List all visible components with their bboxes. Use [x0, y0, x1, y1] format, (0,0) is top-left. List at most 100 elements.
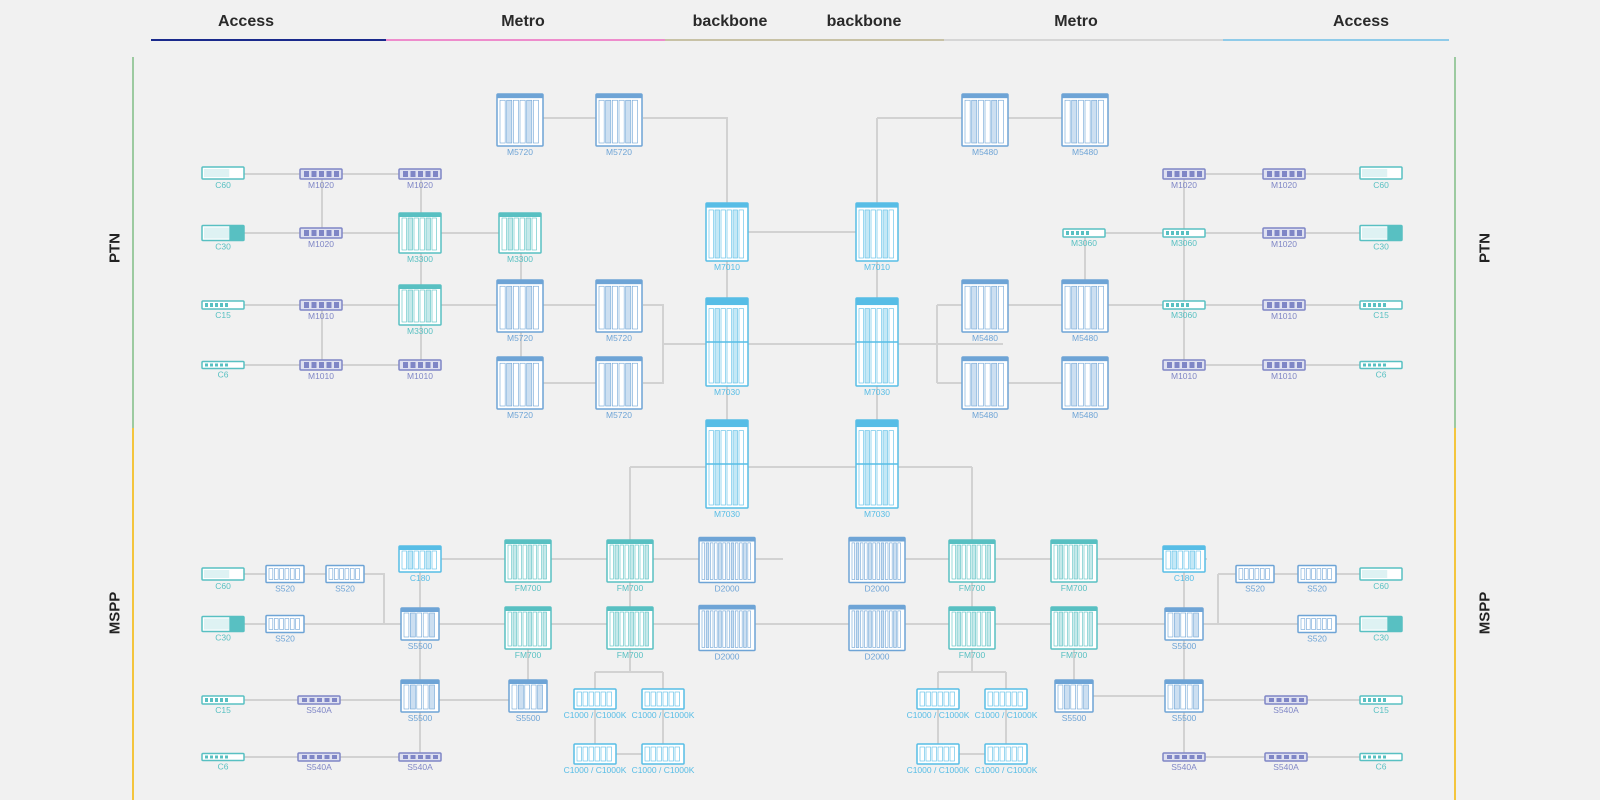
- device-m3060: M3060: [1162, 300, 1206, 320]
- device-c1000-c1000k: C1000 / C1000K: [632, 743, 695, 775]
- device-label: C15: [1373, 310, 1389, 320]
- device-label: S520: [275, 584, 295, 594]
- device-label: M5480: [972, 333, 998, 343]
- device-label: M1010: [308, 311, 334, 321]
- device-label: C15: [215, 705, 231, 715]
- device-c15: C15: [201, 300, 245, 320]
- device-label: C30: [215, 633, 231, 643]
- device-label: S5500: [1062, 713, 1087, 723]
- device-s540a: S540A: [1264, 695, 1308, 715]
- device-label: S5500: [1172, 713, 1197, 723]
- device-m5720: M5720: [496, 356, 544, 420]
- device-label: FM700: [1061, 650, 1088, 660]
- device-label: C15: [215, 310, 231, 320]
- device-label: M5720: [507, 333, 533, 343]
- device-s520: S520: [1297, 564, 1337, 594]
- device-label: S540A: [306, 762, 332, 772]
- device-s5500: S5500: [1164, 679, 1204, 723]
- device-label: S520: [1245, 584, 1265, 594]
- zone-label-backbone-left: backbone: [692, 13, 768, 30]
- device-label: FM700: [959, 583, 986, 593]
- device-label: C1000 / C1000K: [975, 710, 1038, 720]
- device-label: M1020: [407, 180, 433, 190]
- device-label: C30: [1373, 242, 1389, 252]
- device-fm700: FM700: [606, 606, 654, 660]
- device-c1000-c1000k: C1000 / C1000K: [975, 743, 1038, 775]
- device-fm700: FM700: [948, 606, 996, 660]
- device-s540a: S540A: [398, 752, 442, 772]
- device-label: C30: [215, 242, 231, 252]
- device-c1000-c1000k: C1000 / C1000K: [907, 743, 970, 775]
- device-label: M5720: [507, 147, 533, 157]
- device-c30: C30: [1359, 224, 1403, 252]
- device-label: M5480: [1072, 147, 1098, 157]
- device-s5500: S5500: [1164, 607, 1204, 651]
- zone-label-access-right: Access: [1332, 13, 1390, 30]
- device-label: S520: [1307, 634, 1327, 644]
- device-fm700: FM700: [606, 539, 654, 593]
- device-label: M1010: [308, 371, 334, 381]
- device-label: C1000 / C1000K: [907, 765, 970, 775]
- network-zone-header: Access Metro backbone backbone Metro Acc…: [0, 0, 1600, 45]
- device-fm700: FM700: [504, 539, 552, 593]
- device-label: M1010: [1171, 371, 1197, 381]
- device-m3060: M3060: [1062, 228, 1106, 248]
- device-m5480: M5480: [961, 93, 1009, 157]
- device-label: S5500: [408, 641, 433, 651]
- device-c6: C6: [201, 752, 245, 772]
- device-m3300: M3300: [398, 212, 442, 264]
- device-m5480: M5480: [961, 356, 1009, 420]
- device-label: S5500: [408, 713, 433, 723]
- device-m7030: M7030: [855, 419, 899, 519]
- device-c1000-c1000k: C1000 / C1000K: [907, 688, 970, 720]
- device-label: FM700: [1061, 583, 1088, 593]
- link-line: [1084, 232, 1402, 305]
- device-c1000-c1000k: C1000 / C1000K: [564, 743, 627, 775]
- device-m1010: M1010: [1262, 299, 1306, 321]
- device-s520: S520: [1297, 614, 1337, 644]
- device-fm700: FM700: [948, 539, 996, 593]
- device-m1010: M1010: [1162, 359, 1206, 381]
- device-d2000: D2000: [698, 536, 756, 594]
- device-label: C6: [218, 762, 229, 772]
- device-label: M5480: [972, 147, 998, 157]
- device-c15: C15: [1359, 695, 1403, 715]
- device-c1000-c1000k: C1000 / C1000K: [632, 688, 695, 720]
- device-label: M3060: [1171, 310, 1197, 320]
- device-label: D2000: [714, 584, 739, 594]
- device-s540a: S540A: [1264, 752, 1308, 772]
- link-line: [643, 304, 664, 384]
- device-label: M7010: [714, 262, 740, 272]
- device-m5480: M5480: [1061, 356, 1109, 420]
- device-c6: C6: [201, 360, 245, 380]
- device-label: C1000 / C1000K: [632, 710, 695, 720]
- device-label: C60: [1373, 180, 1389, 190]
- device-fm700: FM700: [1050, 539, 1098, 593]
- device-m5480: M5480: [1061, 279, 1109, 343]
- device-c60: C60: [1359, 166, 1403, 190]
- device-label: FM700: [515, 650, 542, 660]
- device-m1020: M1020: [1262, 168, 1306, 190]
- device-label: S540A: [1171, 762, 1197, 772]
- device-label: M7030: [864, 509, 890, 519]
- mspp-section-bar-right: [1454, 428, 1456, 800]
- device-c15: C15: [1359, 300, 1403, 320]
- device-s520: S520: [265, 564, 305, 594]
- zone-label-access-left: Access: [217, 13, 275, 30]
- device-m7030: M7030: [705, 297, 749, 397]
- device-c1000-c1000k: C1000 / C1000K: [564, 688, 627, 720]
- zone-underline-access-left: [151, 39, 386, 41]
- device-label: M3060: [1171, 238, 1197, 248]
- device-m5720: M5720: [595, 93, 643, 157]
- zone-label-metro-right: Metro: [1054, 13, 1098, 30]
- device-label: C180: [410, 573, 431, 583]
- device-label: M1020: [1271, 239, 1297, 249]
- device-label: C30: [1373, 633, 1389, 643]
- device-c15: C15: [201, 695, 245, 715]
- device-label: S520: [1307, 584, 1327, 594]
- device-d2000: D2000: [848, 536, 906, 594]
- device-m5720: M5720: [595, 279, 643, 343]
- device-s520: S520: [1235, 564, 1275, 594]
- device-m3060: M3060: [1162, 228, 1206, 248]
